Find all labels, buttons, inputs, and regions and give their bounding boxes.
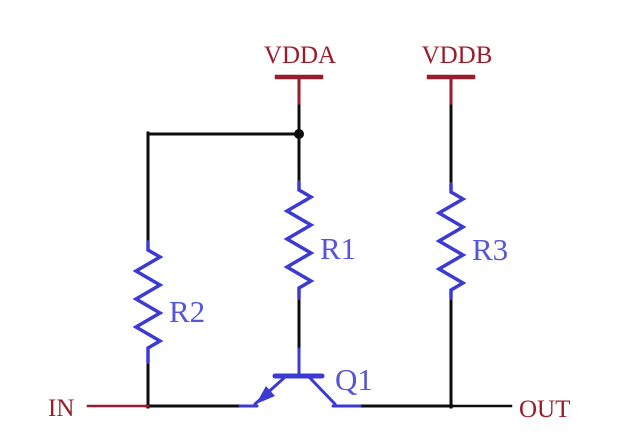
component-labels: R1 R2 R3 Q1 [169, 231, 508, 397]
vdda-label: VDDA [264, 42, 336, 69]
resistor-r3 [435, 182, 467, 300]
q1-emitter-arrow-icon [256, 386, 275, 404]
port-labels: VDDA VDDB IN OUT [48, 42, 570, 423]
r2-label: R2 [169, 294, 205, 329]
wires [145, 100, 513, 409]
r3-label: R3 [472, 232, 508, 267]
in-label: IN [48, 395, 74, 422]
resistors [132, 180, 467, 364]
power-symbols [86, 74, 476, 408]
q1-label: Q1 [335, 362, 373, 397]
resistor-r2 [132, 240, 164, 364]
resistor-r1 [283, 180, 315, 300]
out-label: OUT [519, 396, 570, 423]
vddb-label: VDDB [422, 42, 493, 69]
transistor-q1 [238, 347, 362, 408]
q1-collector-diagonal [308, 376, 337, 406]
r1-label: R1 [320, 231, 356, 266]
junction-dot [294, 129, 304, 139]
